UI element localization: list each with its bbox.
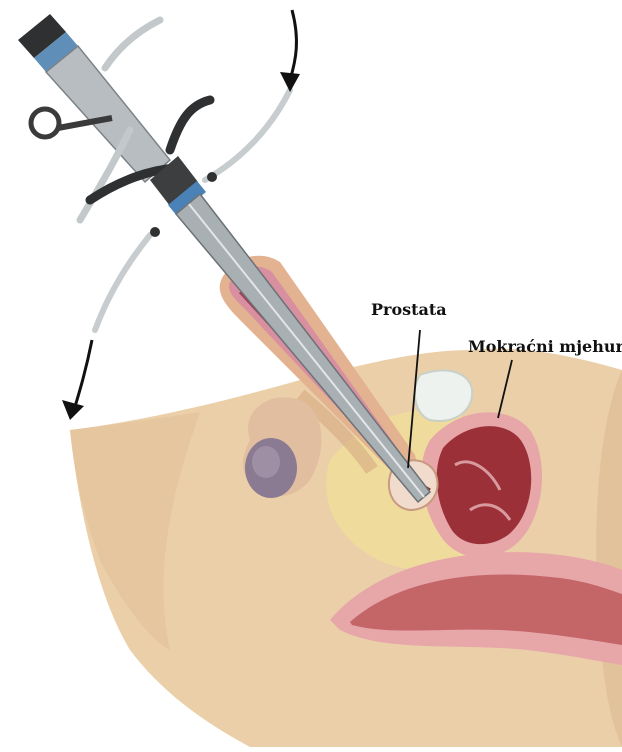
bladder-label: Mokraćni mjehur (468, 337, 622, 356)
pubic-bone (415, 370, 472, 421)
prostate-label: Prostata (371, 300, 447, 319)
